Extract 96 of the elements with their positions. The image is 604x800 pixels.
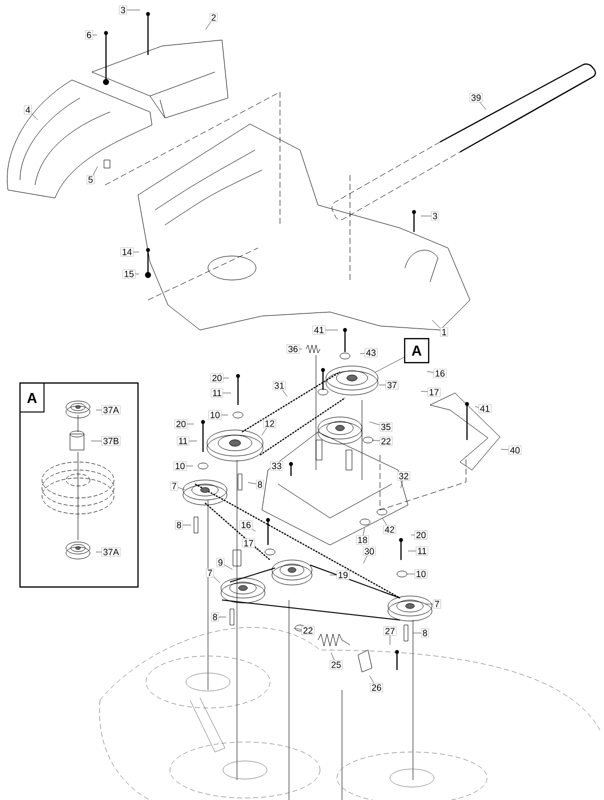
callout-number: 20 (174, 419, 188, 429)
leader-line (254, 548, 260, 552)
callout-number: 17 (242, 538, 256, 548)
callout-number: 22 (302, 626, 314, 636)
callout-number: 8 (175, 520, 183, 530)
leader-line (474, 406, 479, 408)
callout-number: 36 (286, 344, 300, 354)
callout-number: 37 (386, 380, 398, 390)
leader-line (218, 616, 226, 618)
leader-line (32, 114, 38, 120)
callout-number: 5 (86, 175, 95, 184)
leader-line (412, 632, 422, 634)
callout-number: 22 (380, 436, 392, 446)
callout-number: 40 (508, 446, 522, 455)
leader-line (252, 529, 256, 532)
leader-line (372, 440, 380, 441)
leader-line (182, 524, 192, 526)
callout-number: 8 (256, 480, 264, 490)
callout-number: 10 (174, 461, 186, 471)
leader-line (92, 166, 98, 176)
leader-line (360, 353, 365, 354)
reference-box: A (404, 338, 430, 364)
callout-number: 3 (119, 5, 127, 15)
leader-line (178, 487, 186, 490)
callout-number: 7 (170, 481, 178, 491)
leader-line (426, 371, 434, 373)
callout-number: 39 (470, 93, 483, 102)
leader-line (248, 482, 256, 484)
leader-line (330, 652, 334, 660)
callout-number: 26 (370, 682, 383, 692)
callout-number: 15 (122, 269, 136, 279)
leader-line (369, 675, 374, 684)
leader-line (408, 550, 416, 552)
callout-number: 12 (263, 418, 276, 428)
callout-number: 18 (356, 535, 369, 545)
callout-number: 4 (24, 105, 32, 114)
callout-number: 20 (414, 530, 428, 540)
leader-line (330, 574, 337, 576)
leader-line (299, 348, 302, 350)
leader-line (294, 628, 302, 630)
callout-number: 11 (176, 436, 190, 446)
callout-number: 17 (428, 388, 440, 397)
callout-number: 8 (211, 612, 219, 622)
callout-number: 35 (379, 422, 392, 432)
leader-line (382, 518, 387, 526)
callout-number: 19 (336, 570, 350, 580)
callout-number: 37A (102, 405, 120, 415)
callout-number: 41 (312, 325, 326, 335)
callout-number: 43 (364, 348, 378, 358)
callout-number: 8 (421, 628, 429, 638)
leader-line (222, 392, 232, 394)
leader-line (410, 534, 415, 536)
leader-line (205, 22, 211, 30)
leader-line (261, 428, 267, 436)
leader-line (282, 390, 288, 397)
callout-number: 3 (431, 211, 439, 221)
leader-line (363, 556, 368, 564)
leader-line (370, 422, 380, 426)
leader-line (420, 390, 428, 392)
leader-line (374, 356, 404, 373)
callout-number: 11 (416, 546, 428, 556)
callout-number: 6 (85, 30, 93, 40)
callout-number: 41 (478, 404, 492, 414)
callout-number: 7 (433, 599, 441, 609)
callout-number: 37B (102, 436, 120, 446)
callout-number: 2 (210, 12, 218, 22)
callout-number: 42 (383, 524, 396, 534)
callout-number: 31 (272, 380, 286, 390)
leader-line (188, 440, 198, 442)
callout-number: 14 (120, 247, 134, 257)
callout-number: 32 (397, 471, 410, 481)
leader-line (400, 480, 403, 488)
callout-number: 33 (270, 461, 284, 471)
callout-number: 10 (414, 569, 428, 579)
callout-number: 1 (440, 328, 448, 337)
callout-number: 37A (102, 547, 120, 557)
leader-line (214, 576, 220, 584)
leader-line (363, 528, 365, 536)
leader-line (500, 448, 509, 450)
leader-line (480, 102, 486, 110)
leader-line (432, 320, 440, 328)
callout-number: 11 (210, 388, 224, 398)
callout-number: 27 (384, 626, 396, 636)
callout-number: 20 (210, 373, 224, 383)
callout-number: 25 (330, 660, 343, 670)
leader-line (92, 34, 98, 36)
callout-number: 9 (216, 558, 224, 568)
leader-line (224, 564, 233, 570)
callout-number: 10 (208, 410, 222, 420)
callout-number: 16 (240, 520, 252, 530)
callout-number: 7 (206, 568, 214, 578)
leader-line (221, 414, 228, 416)
callout-number: 16 (434, 368, 446, 378)
leader-line (90, 440, 102, 442)
callout-number: 30 (362, 546, 376, 556)
leader-line (378, 384, 386, 386)
